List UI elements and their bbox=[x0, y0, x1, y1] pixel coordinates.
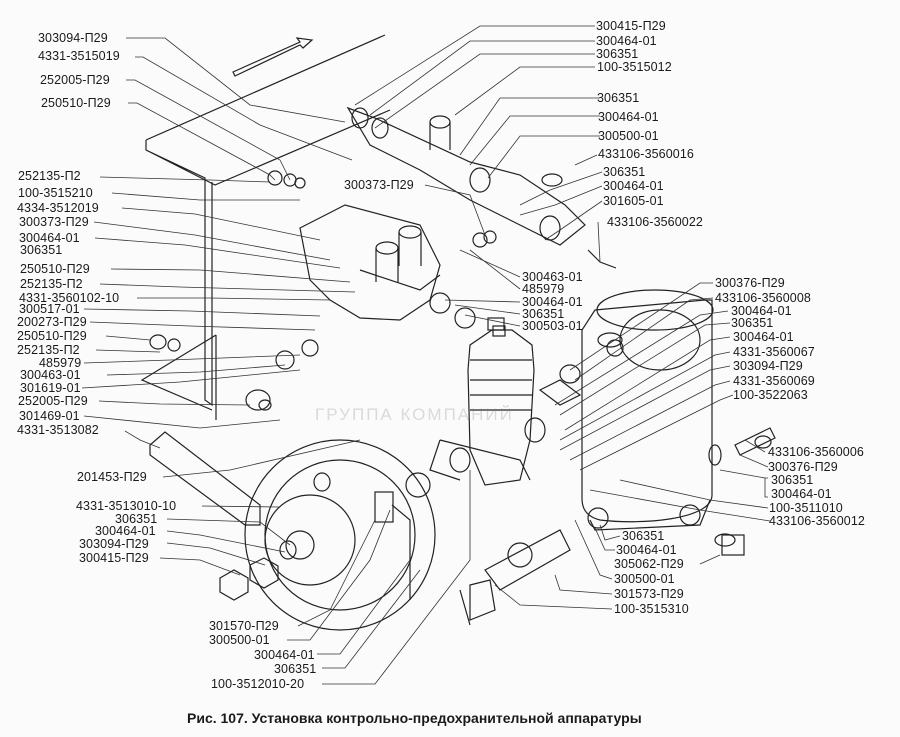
part-label: 300376-П29 bbox=[768, 460, 838, 474]
part-label: 485979 bbox=[39, 356, 82, 370]
part-label: 433106-3560012 bbox=[769, 514, 865, 528]
part-label: 100-3512010-20 bbox=[211, 677, 305, 691]
part-label: 306351 bbox=[596, 47, 639, 61]
part-label: 300373-П29 bbox=[344, 178, 414, 192]
part-label: 300517-01 bbox=[19, 302, 80, 316]
part-label: 303094-П29 bbox=[79, 537, 149, 551]
part-label: 100-3515012 bbox=[597, 60, 672, 74]
part-label: 306351 bbox=[522, 307, 565, 321]
part-label: 4331-3560102-10 bbox=[19, 291, 120, 305]
part-label: 250510-П29 bbox=[41, 96, 111, 110]
part-label: 4331-3560069 bbox=[733, 374, 815, 388]
part-label: 300500-01 bbox=[614, 572, 675, 586]
support-bracket bbox=[149, 431, 261, 526]
air-receiver bbox=[581, 299, 713, 523]
figure-caption: Рис. 107. Установка контрольно-предохран… bbox=[187, 710, 642, 726]
part-label: 4334-3512019 bbox=[17, 201, 99, 215]
part-label: 300373-П29 bbox=[19, 215, 89, 229]
leader-lines bbox=[81, 25, 771, 685]
part-label: 4331-3513082 bbox=[17, 423, 99, 437]
part-label: 433106-3560006 bbox=[768, 445, 864, 459]
part-label: 306351 bbox=[603, 165, 646, 179]
part-label: 300463-01 bbox=[20, 368, 81, 382]
part-label: 4331-3513010-10 bbox=[76, 499, 177, 513]
part-label: 4331-3515019 bbox=[38, 49, 120, 63]
part-label: 250510-П29 bbox=[17, 329, 87, 343]
part-label: 252005-П29 bbox=[40, 73, 110, 87]
part-label: 300415-П29 bbox=[79, 551, 149, 565]
part-label: 300464-01 bbox=[522, 295, 583, 309]
part-label: 301573-П29 bbox=[614, 587, 684, 601]
part-label: 433106-3560016 bbox=[598, 147, 694, 161]
part-label: 301605-01 bbox=[603, 194, 664, 208]
part-label: 100-3515310 bbox=[614, 602, 689, 616]
pressure-regulator bbox=[467, 329, 535, 486]
part-label: 300415-П29 bbox=[596, 19, 666, 33]
mounting-bracket bbox=[145, 34, 391, 407]
part-label: 306351 bbox=[771, 473, 814, 487]
part-label: 200273-П29 bbox=[17, 315, 87, 329]
part-label: 252135-П2 bbox=[20, 277, 83, 291]
part-label: 300464-01 bbox=[598, 110, 659, 124]
part-label: 485979 bbox=[522, 282, 565, 296]
part-label: 300376-П29 bbox=[715, 276, 785, 290]
part-label: 300464-01 bbox=[616, 543, 677, 557]
part-label: 303094-П29 bbox=[733, 359, 803, 373]
part-label: 300464-01 bbox=[19, 231, 80, 245]
part-label: 433106-3560022 bbox=[607, 215, 703, 229]
part-label: 100-3515210 bbox=[18, 186, 93, 200]
part-label: 300464-01 bbox=[733, 330, 794, 344]
part-label: 300463-01 bbox=[522, 270, 583, 284]
part-label: 301469-01 bbox=[19, 409, 80, 423]
upper-valve bbox=[346, 106, 586, 246]
part-label: 250510-П29 bbox=[20, 262, 90, 276]
part-label: 305062-П29 bbox=[614, 557, 684, 571]
part-label: 303094-П29 bbox=[38, 31, 108, 45]
part-label: 300503-01 bbox=[522, 319, 583, 333]
part-label: 306351 bbox=[274, 662, 317, 676]
part-label: 100-3522063 bbox=[733, 388, 808, 402]
part-label: 300464-01 bbox=[95, 524, 156, 538]
part-label: 300464-01 bbox=[731, 304, 792, 318]
part-label: 300500-01 bbox=[209, 633, 270, 647]
part-label: 300464-01 bbox=[771, 487, 832, 501]
part-label: 4331-3560067 bbox=[733, 345, 815, 359]
valve-block bbox=[299, 204, 441, 321]
part-label: 100-3511010 bbox=[769, 501, 843, 515]
part-label: 301619-01 bbox=[20, 381, 81, 395]
part-label: 306351 bbox=[20, 243, 63, 257]
part-label: 201453-П29 bbox=[77, 470, 147, 484]
part-label: 300500-01 bbox=[598, 129, 659, 143]
part-label: 252135-П2 bbox=[18, 169, 81, 183]
part-label: 252135-П2 bbox=[17, 343, 80, 357]
part-label: 306351 bbox=[731, 316, 774, 330]
part-label: 300464-01 bbox=[596, 34, 657, 48]
drain-valve bbox=[484, 529, 571, 591]
part-label: 433106-3560008 bbox=[715, 291, 811, 305]
part-label: 252005-П29 bbox=[18, 394, 88, 408]
part-label: 306351 bbox=[622, 529, 665, 543]
direction-arrow-icon bbox=[232, 37, 314, 77]
part-label: 306351 bbox=[597, 91, 640, 105]
watermark-subtitle: ГРУППА КОМПАНИЙ bbox=[315, 405, 514, 424]
part-label: 306351 bbox=[115, 512, 158, 526]
part-label: 300464-01 bbox=[254, 648, 315, 662]
part-label: 300464-01 bbox=[603, 179, 664, 193]
wheel-disc bbox=[244, 439, 436, 631]
part-label: 301570-П29 bbox=[209, 619, 279, 633]
